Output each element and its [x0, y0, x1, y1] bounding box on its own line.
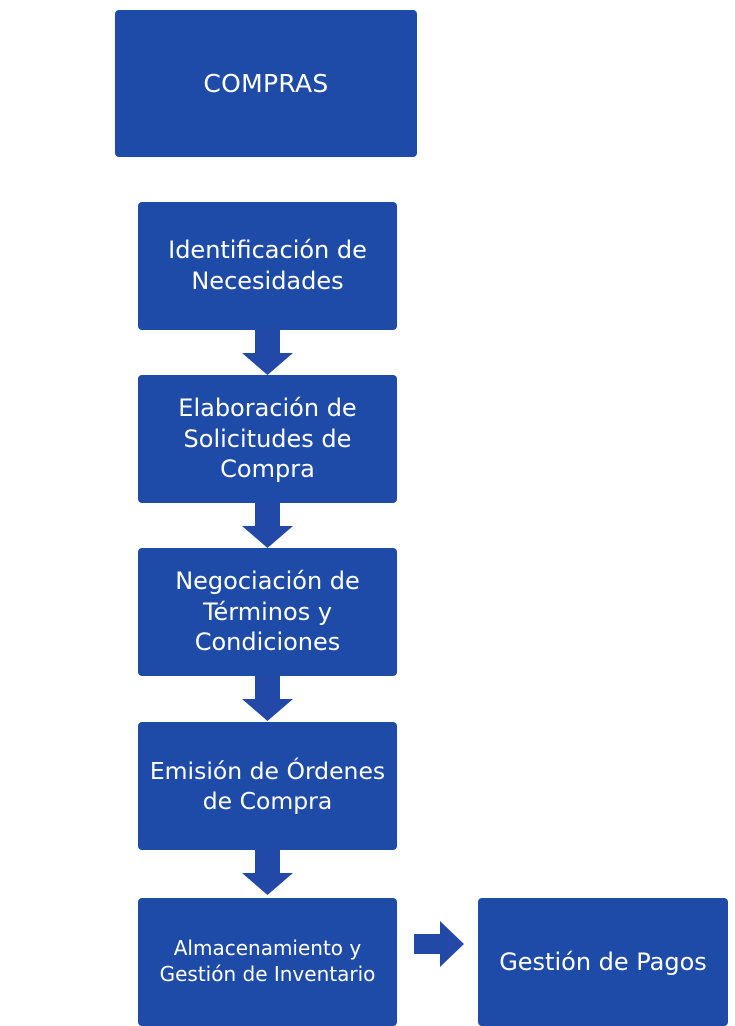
arrow-down-icon-1	[242, 329, 293, 375]
arrow-down-icon-2	[242, 502, 293, 548]
flowchart-node-gestion-de-pagos: Gestión de Pagos	[478, 898, 728, 1026]
arrow-right-icon-1	[414, 921, 464, 967]
flowchart-title-node: COMPRAS	[115, 10, 417, 157]
arrow-down-icon-4	[242, 849, 293, 895]
arrow-down-icon-3	[242, 675, 293, 721]
